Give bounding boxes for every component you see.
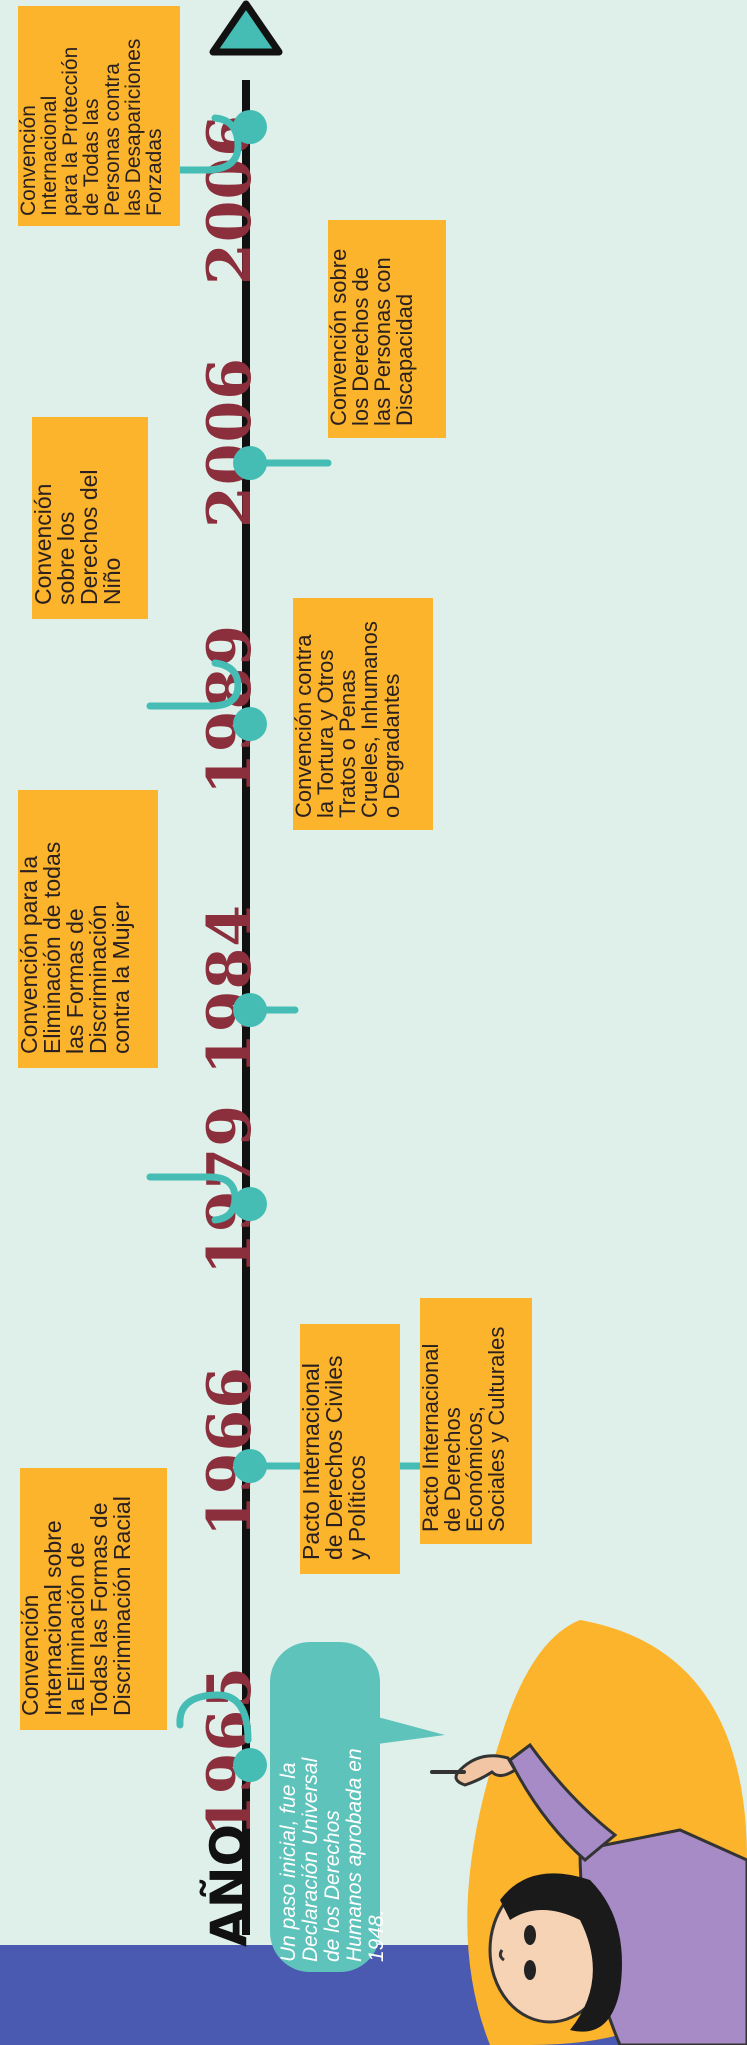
timeline-dot-1965 bbox=[233, 1748, 267, 1782]
event-text-2006-disability: Convención sobre los Derechos de las Per… bbox=[326, 248, 417, 426]
presenter-illustration bbox=[430, 1620, 747, 2045]
timeline-dot-1966 bbox=[233, 1449, 267, 1483]
event-text-1984: Convención contra la Tortura y Otros Tra… bbox=[291, 621, 404, 818]
event-box-1984: Convención contra la Tortura y Otros Tra… bbox=[291, 598, 433, 830]
arrow-head-icon bbox=[209, 0, 283, 56]
timeline-dot-1984 bbox=[233, 993, 267, 1027]
event-box-2006-disability: Convención sobre los Derechos de las Per… bbox=[326, 220, 446, 438]
event-box-2006-disappearances: Convención Internacional para la Protecc… bbox=[17, 6, 180, 226]
event-text-1966-econ: Pacto Internacional de Derechos Económic… bbox=[418, 1326, 509, 1532]
event-box-1966-civil: Pacto Internacional de Derechos Civiles … bbox=[298, 1324, 400, 1574]
event-text-1965: Convención Internacional sobre la Elimin… bbox=[17, 1496, 135, 1716]
event-box-1966-econ: Pacto Internacional de Derechos Económic… bbox=[418, 1298, 532, 1544]
timeline-dot-1979 bbox=[233, 1187, 267, 1221]
timeline-dot-2006-b bbox=[233, 110, 267, 144]
event-text-2006-disappearances: Convención Internacional para la Protecc… bbox=[17, 38, 166, 216]
event-text-1966-civil: Pacto Internacional de Derechos Civiles … bbox=[298, 1355, 370, 1560]
timeline-dot-1989 bbox=[233, 707, 267, 741]
event-text-1979: Convención para la Eliminación de todas … bbox=[16, 841, 134, 1054]
speech-text: Un paso inicial, fue la Declaración Univ… bbox=[277, 1748, 389, 1962]
event-box-1979: Convención para la Eliminación de todas … bbox=[16, 790, 158, 1068]
speech-bubble: Un paso inicial, fue la Declaración Univ… bbox=[270, 1642, 389, 1972]
speech-tail bbox=[370, 1715, 445, 1745]
event-text-1989: Convención sobre los Derechos del Niño bbox=[30, 469, 125, 605]
event-box-1989: Convención sobre los Derechos del Niño bbox=[30, 417, 148, 619]
event-box-1965: Convención Internacional sobre la Elimin… bbox=[17, 1468, 167, 1730]
timeline-dot-2006-a bbox=[233, 446, 267, 480]
